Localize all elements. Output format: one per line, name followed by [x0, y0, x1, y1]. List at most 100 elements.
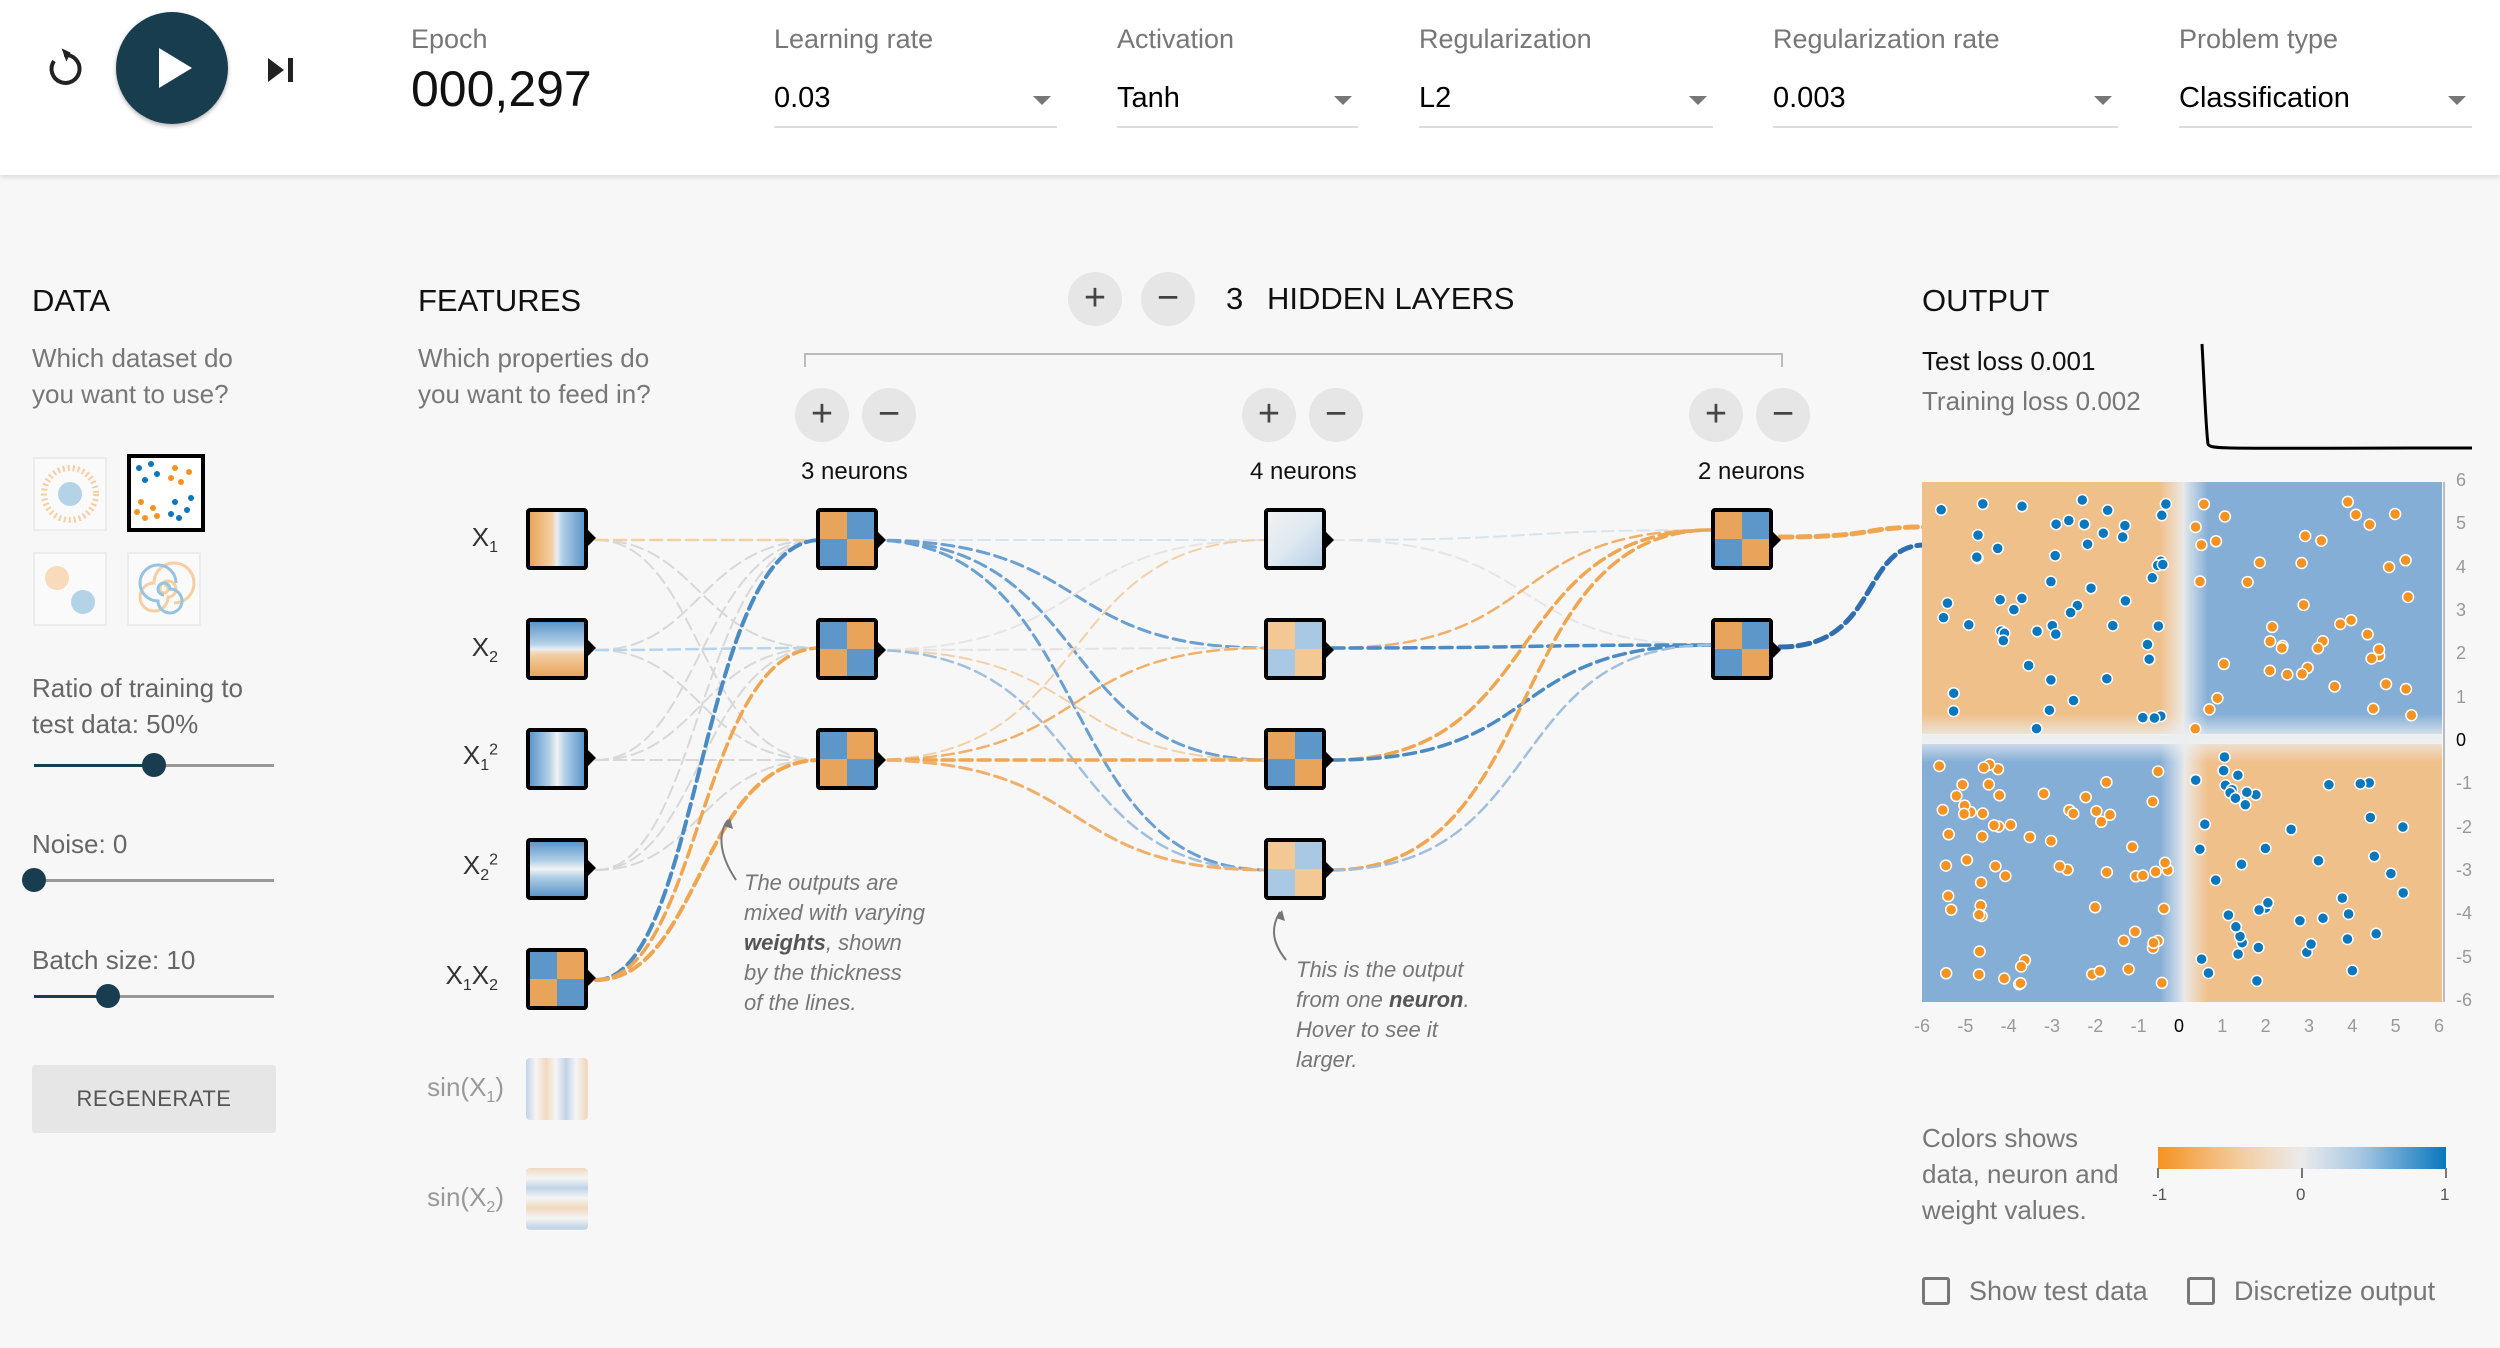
feature-neuron-x1x2[interactable] [526, 948, 588, 1010]
data-point [2304, 937, 2318, 951]
hidden-neuron-2-4[interactable] [1264, 838, 1326, 900]
hidden-neuron-2-3[interactable] [1264, 728, 1326, 790]
data-point [2064, 606, 2077, 619]
color-scale-ticks [2157, 1168, 2447, 1178]
x-tick-label: 5 [2390, 1016, 2401, 1036]
data-point [1973, 945, 1986, 958]
dataset-circle[interactable] [33, 457, 107, 531]
loss-curve [2200, 343, 2473, 450]
feature-neuron-x2-squared[interactable] [526, 838, 588, 900]
remove-layer-button[interactable]: − [1141, 272, 1195, 326]
data-point [2218, 510, 2232, 523]
y-tick-label: -4 [2456, 903, 2473, 924]
data-title: DATA [32, 283, 111, 318]
batch-size-label: Batch size: 10 [32, 945, 196, 975]
data-point [2151, 765, 2165, 778]
dataset-spiral[interactable] [127, 552, 201, 626]
epoch-label: Epoch [411, 24, 488, 54]
activation-select[interactable]: Tanh [1117, 78, 1358, 128]
data-point [1971, 528, 1985, 542]
data-point [2261, 896, 2275, 910]
play-pause-button[interactable] [116, 12, 228, 124]
regenerate-button[interactable]: REGENERATE [32, 1065, 276, 1133]
data-point [2122, 962, 2135, 976]
hidden-neuron-1-1[interactable] [816, 508, 878, 570]
neuron-note-line2: from one neuron. [1296, 987, 1470, 1012]
layer3-add-neuron-button[interactable]: + [1689, 388, 1743, 442]
ratio-label-line1: Ratio of training to [32, 673, 244, 703]
feature-neuron-x1[interactable] [526, 508, 588, 570]
discretize-output-label[interactable]: Discretize output [2234, 1276, 2436, 1306]
output-heatmap[interactable] [1922, 482, 2442, 1002]
learning-rate-select[interactable]: 0.03 [774, 78, 1057, 128]
link-x1x2-h1[interactable] [594, 538, 822, 982]
data-point [2014, 976, 2027, 990]
data-point [2315, 534, 2328, 547]
y-tick-label: 5 [2456, 513, 2467, 534]
data-point [2363, 518, 2376, 531]
reset-button[interactable] [40, 45, 88, 93]
problem-type-select[interactable]: Classification [2179, 78, 2472, 128]
layer3-remove-neuron-button[interactable]: − [1756, 388, 1810, 442]
feature-neuron-x2[interactable] [526, 618, 588, 680]
layer1-add-neuron-button[interactable]: + [795, 388, 849, 442]
chevron-down-icon [1334, 96, 1352, 105]
data-point [2090, 804, 2103, 818]
show-test-data-checkbox[interactable] [1922, 1277, 1950, 1305]
data-point [2295, 556, 2308, 570]
dataset-xor[interactable] [127, 454, 205, 532]
feature-neuron-sin-x1[interactable] [526, 1058, 588, 1120]
data-point [2126, 840, 2139, 854]
feature-neuron-sin-x2[interactable] [526, 1168, 588, 1230]
y-tick-label: 1 [2456, 686, 2467, 707]
hidden-neuron-2-1[interactable] [1264, 508, 1326, 570]
feature-label-x2-squared: X22 [462, 850, 498, 885]
data-point [2037, 787, 2051, 800]
dataset-gaussian[interactable] [33, 552, 107, 626]
hidden-neuron-3-2[interactable] [1711, 618, 1773, 680]
data-point [2396, 886, 2410, 900]
legend-line3: weight values. [1922, 1195, 2087, 1225]
data-point [2100, 672, 2114, 685]
data-point [1962, 618, 1976, 632]
hidden-neuron-1-3[interactable] [816, 728, 878, 790]
add-layer-button[interactable]: + [1068, 272, 1122, 326]
link-x1x2-h3[interactable] [594, 758, 822, 982]
link-x1x2-h2[interactable] [594, 646, 822, 982]
step-button[interactable] [262, 50, 302, 90]
hidden-neuron-2-2[interactable] [1264, 618, 1326, 680]
data-point [2093, 965, 2107, 978]
weights-note-line1: The outputs are [744, 870, 899, 895]
hidden-neuron-3-1[interactable] [1711, 508, 1773, 570]
data-point [2097, 526, 2110, 540]
y-tick-label: -2 [2456, 816, 2473, 837]
hidden-neuron-1-2[interactable] [816, 618, 878, 680]
layer1-remove-neuron-button[interactable]: − [862, 388, 916, 442]
feature-neuron-x1-squared[interactable] [526, 728, 588, 790]
show-test-data-label[interactable]: Show test data [1969, 1276, 2148, 1306]
chevron-down-icon [2448, 96, 2466, 105]
discretize-output-checkbox[interactable] [2187, 1277, 2215, 1305]
data-point [2379, 677, 2393, 691]
y-tick-label: 0 [2456, 729, 2467, 750]
data-point [2284, 823, 2298, 836]
layer2-remove-neuron-button[interactable]: − [1309, 388, 1363, 442]
layer2-add-neuron-button[interactable]: + [1242, 388, 1296, 442]
data-point [2062, 514, 2076, 527]
data-point [1974, 876, 1988, 889]
ratio-slider-knob[interactable] [142, 753, 166, 777]
regularization-rate-select[interactable]: 0.003 [1773, 78, 2118, 128]
data-point [2193, 575, 2207, 588]
data-point [2365, 652, 2378, 665]
batch-slider-knob[interactable] [96, 984, 120, 1008]
regularization-select[interactable]: L2 [1419, 78, 1713, 128]
noise-slider-knob[interactable] [22, 868, 46, 892]
data-point [1993, 593, 2007, 606]
data-point [2295, 667, 2309, 681]
data-point [2293, 914, 2307, 927]
data-point [2405, 709, 2418, 722]
x-tick-label: 6 [2433, 1016, 2444, 1036]
data-point [2354, 777, 2367, 790]
data-point [2081, 537, 2094, 551]
